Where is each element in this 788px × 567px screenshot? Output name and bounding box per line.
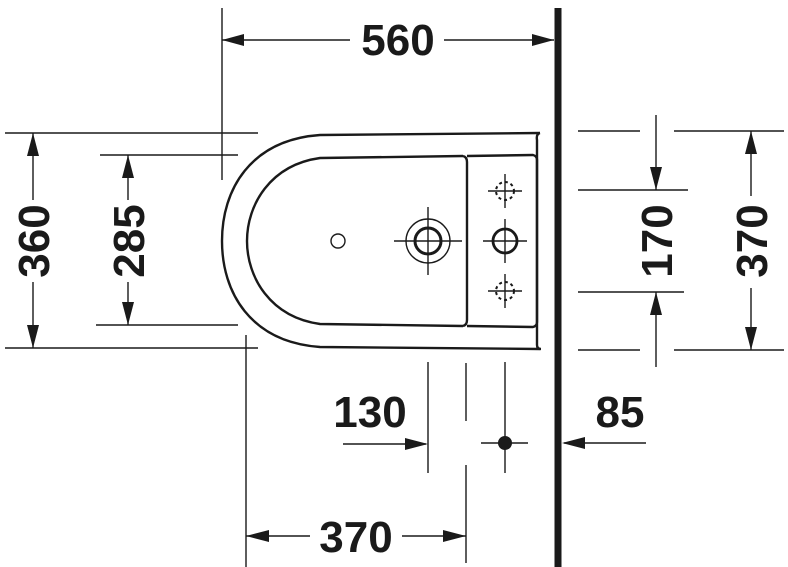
dimension-360: 360 [5,132,258,349]
dimension-label-mounting-width: 370 [728,204,777,277]
tap-hole [483,219,527,263]
bidet-outline [220,131,542,351]
dimension-130: 130 [333,362,429,473]
dimension-170: 170 [578,115,688,367]
dimension-label-overall-width: 360 [10,204,59,277]
dimension-label-inner-bowl-width: 285 [105,204,154,277]
dimension-label-wall-to-supply: 85 [596,388,645,437]
overflow-hole [330,233,346,249]
dimension-370-horizontal: 370 [246,513,466,562]
dimension-370-vertical: 370 [674,130,784,351]
optional-tap-hole-top [488,174,522,208]
dimension-label-overall-length: 560 [361,16,434,65]
drain-outlet [394,207,462,275]
dimension-label-front-to-drain: 370 [319,513,392,562]
optional-tap-hole-bottom [488,274,522,308]
dimension-560: 560 [221,8,554,180]
dimension-label-drain-offset: 130 [333,388,406,437]
water-supply-point [481,362,528,473]
dimension-label-mounting-hole-spacing: 170 [633,204,682,277]
dimension-285: 285 [96,154,238,326]
dimension-85: 85 [562,388,646,449]
